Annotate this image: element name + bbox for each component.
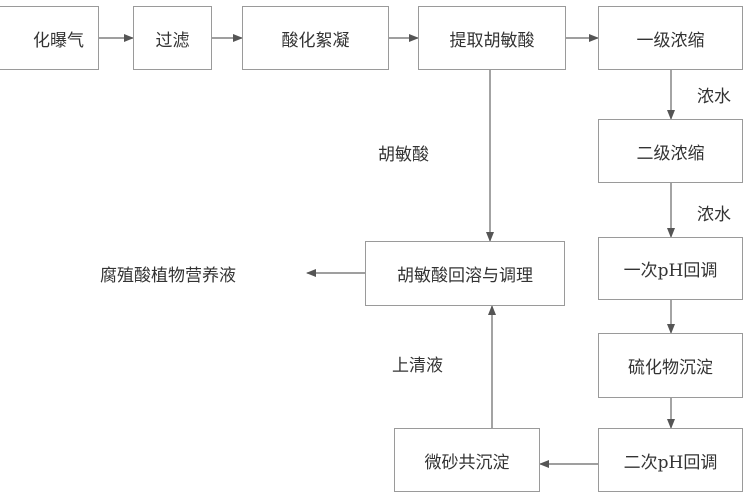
node-sulfide-precipitation: 硫化物沉淀 <box>598 333 743 398</box>
node-primary-concentration: 一级浓缩 <box>598 6 743 70</box>
node-extract-humic-acid: 提取胡敏酸 <box>418 6 566 70</box>
edge-label-humic-acid: 胡敏酸 <box>378 145 429 165</box>
node-secondary-concentration: 二级浓缩 <box>598 119 743 183</box>
node-filtration: 过滤 <box>133 6 212 70</box>
edge-label-concentrate-2: 浓水 <box>697 205 731 225</box>
node-humic-redissolve-condition: 胡敏酸回溶与调理 <box>365 241 565 306</box>
node-acidify-flocculate: 酸化絮凝 <box>242 6 389 70</box>
node-aeration: 化曝气 <box>0 6 99 70</box>
edge-label-supernatant: 上清液 <box>392 356 443 376</box>
node-first-ph-adjust: 一次pH回调 <box>598 237 743 300</box>
node-microsand-coprecipitation: 微砂共沉淀 <box>394 428 540 492</box>
node-second-ph-adjust: 二次pH回调 <box>598 428 743 492</box>
output-humic-nutrient-solution: 腐殖酸植物营养液 <box>100 266 236 286</box>
edge-label-concentrate-1: 浓水 <box>697 87 731 107</box>
